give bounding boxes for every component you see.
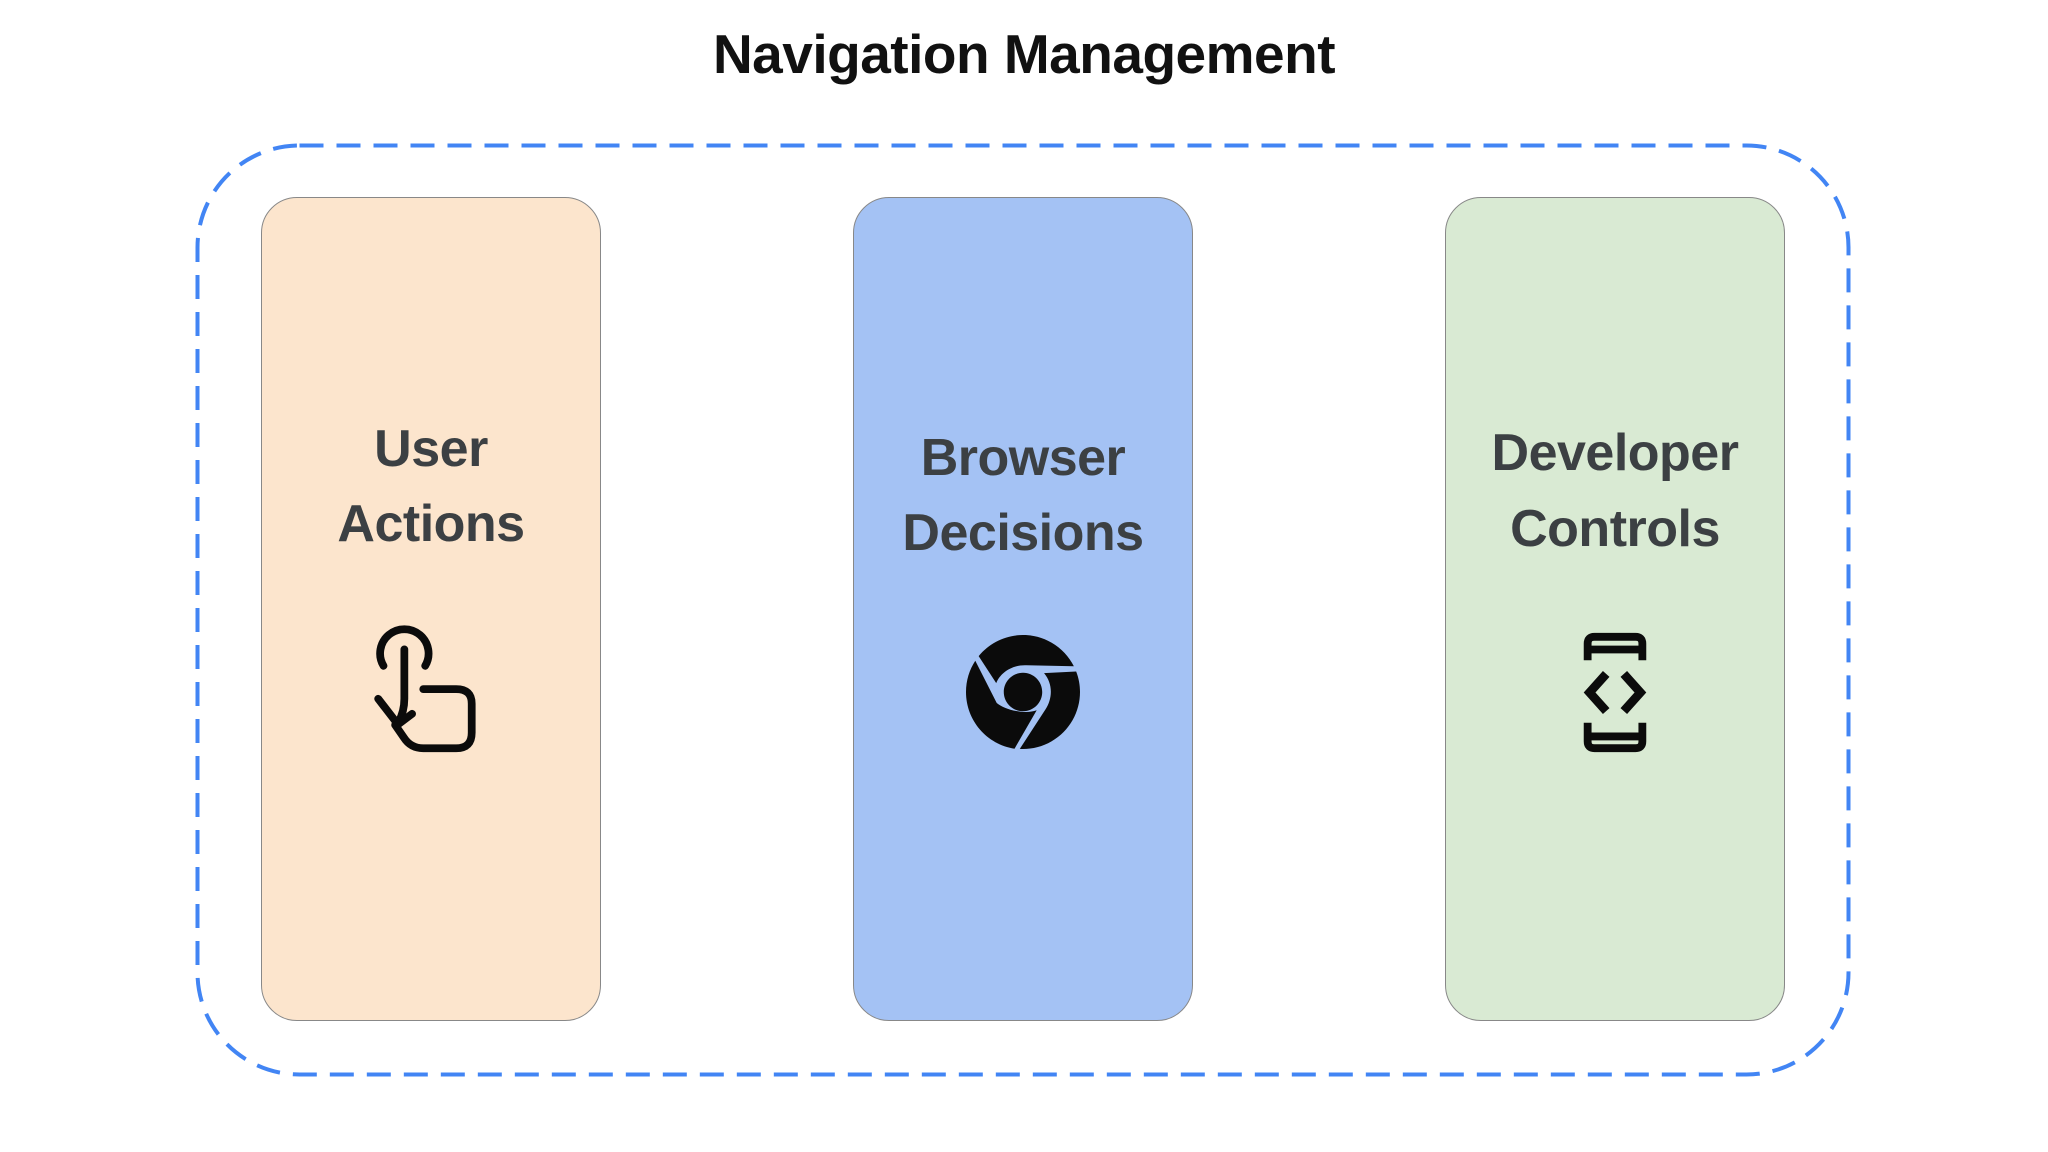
- card-browser-decisions: Browser Decisions: [853, 197, 1193, 1021]
- navigation-management-frame: User Actions Browser Decisions Developer…: [195, 143, 1851, 1077]
- card-label-browser-decisions: Browser Decisions: [902, 428, 1144, 562]
- dashed-border: [195, 143, 1851, 1077]
- card-user-actions: User Actions: [261, 197, 601, 1021]
- card-label-user-actions: User Actions: [337, 419, 525, 553]
- tap-gesture-icon: [374, 625, 476, 753]
- card-developer-controls: Developer Controls: [1445, 197, 1785, 1021]
- diagram-title: Navigation Management: [712, 23, 1336, 85]
- chrome-browser-icon: [966, 635, 1080, 750]
- cards-row: User Actions Browser Decisions Developer…: [195, 143, 1851, 1077]
- card-label-developer-controls: Developer Controls: [1491, 424, 1739, 558]
- dashed-border-rect: [195, 143, 1851, 1077]
- developer-mode-icon: [1583, 632, 1647, 752]
